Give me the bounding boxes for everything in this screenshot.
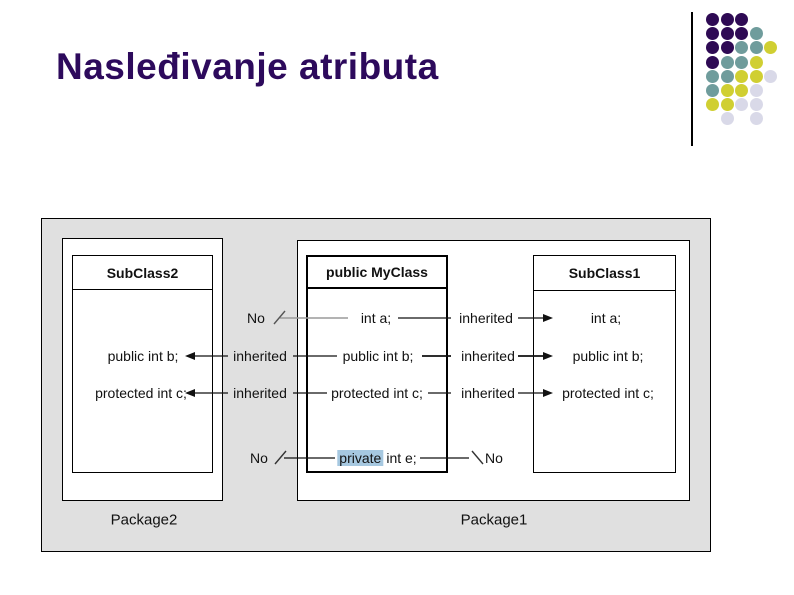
deco-dot — [720, 69, 734, 83]
label-no-left-e: No — [250, 450, 268, 466]
deco-dot — [749, 27, 763, 41]
deco-dot — [706, 69, 719, 83]
deco-dot — [749, 69, 763, 83]
uml-inheritance-diagram: SubClass2 public MyClass SubClass1 — [41, 218, 711, 552]
deco-dot — [764, 41, 777, 55]
subclass2-class-box: SubClass2 — [72, 255, 213, 473]
subclass1-attr-a: int a; — [590, 310, 622, 326]
deco-dot — [720, 41, 734, 55]
deco-dot — [735, 69, 748, 83]
deco-dot — [706, 84, 719, 97]
decoration-vertical-line — [691, 12, 693, 146]
label-inherited-right-c: inherited — [461, 385, 515, 401]
slide-title: Nasleđivanje atributa — [56, 46, 439, 87]
label-inherited-right-a: inherited — [459, 310, 513, 326]
deco-dot — [749, 112, 763, 126]
myclass-attr-c: protected int c; — [331, 385, 423, 401]
myclass-attr-b: public int b; — [342, 348, 414, 364]
label-inherited-right-b: inherited — [461, 348, 515, 364]
subclass1-attr-b: public int b; — [572, 348, 644, 364]
deco-dot — [735, 84, 748, 97]
label-inherited-left-b: inherited — [233, 348, 287, 364]
deco-dot — [706, 55, 719, 69]
deco-dot — [749, 84, 763, 97]
deco-dot — [706, 98, 719, 112]
deco-dot — [735, 55, 748, 69]
subclass2-attr-b: public int b; — [107, 348, 179, 364]
deco-dot — [720, 55, 734, 69]
myclass-attr-a: int a; — [360, 310, 392, 326]
label-no-right-e: No — [485, 450, 503, 466]
package2-label: Package2 — [110, 511, 178, 529]
subclass1-class-box: SubClass1 — [533, 255, 676, 473]
deco-dot — [749, 55, 763, 69]
connector-lines — [185, 310, 553, 465]
deco-dot — [720, 27, 734, 41]
deco-dot — [764, 69, 777, 83]
deco-dot — [749, 98, 763, 112]
package1-label: Package1 — [460, 511, 528, 529]
deco-dot — [735, 98, 748, 112]
subclass2-attr-c: protected int c; — [95, 385, 187, 401]
deco-dot — [735, 13, 748, 26]
deco-dot — [706, 13, 719, 26]
private-keyword-highlight: private — [337, 450, 384, 466]
deco-dot — [735, 27, 748, 41]
label-no-left-a: No — [247, 310, 265, 326]
attr-e-rest: int e; — [386, 450, 417, 466]
subclass1-attr-c: protected int c; — [562, 385, 654, 401]
dots-decoration — [706, 13, 786, 141]
subclass1-title: SubClass1 — [534, 256, 675, 291]
deco-dot — [720, 98, 734, 112]
deco-dot — [735, 41, 748, 55]
deco-dot — [706, 27, 719, 41]
subclass2-title: SubClass2 — [73, 256, 212, 290]
deco-dot — [720, 13, 734, 26]
myclass-class-box: public MyClass — [306, 255, 448, 473]
deco-dot — [706, 41, 719, 55]
deco-dot — [720, 112, 734, 126]
deco-dot — [720, 84, 734, 97]
myclass-title: public MyClass — [308, 257, 446, 289]
deco-dot — [749, 41, 763, 55]
label-inherited-left-c: inherited — [233, 385, 287, 401]
